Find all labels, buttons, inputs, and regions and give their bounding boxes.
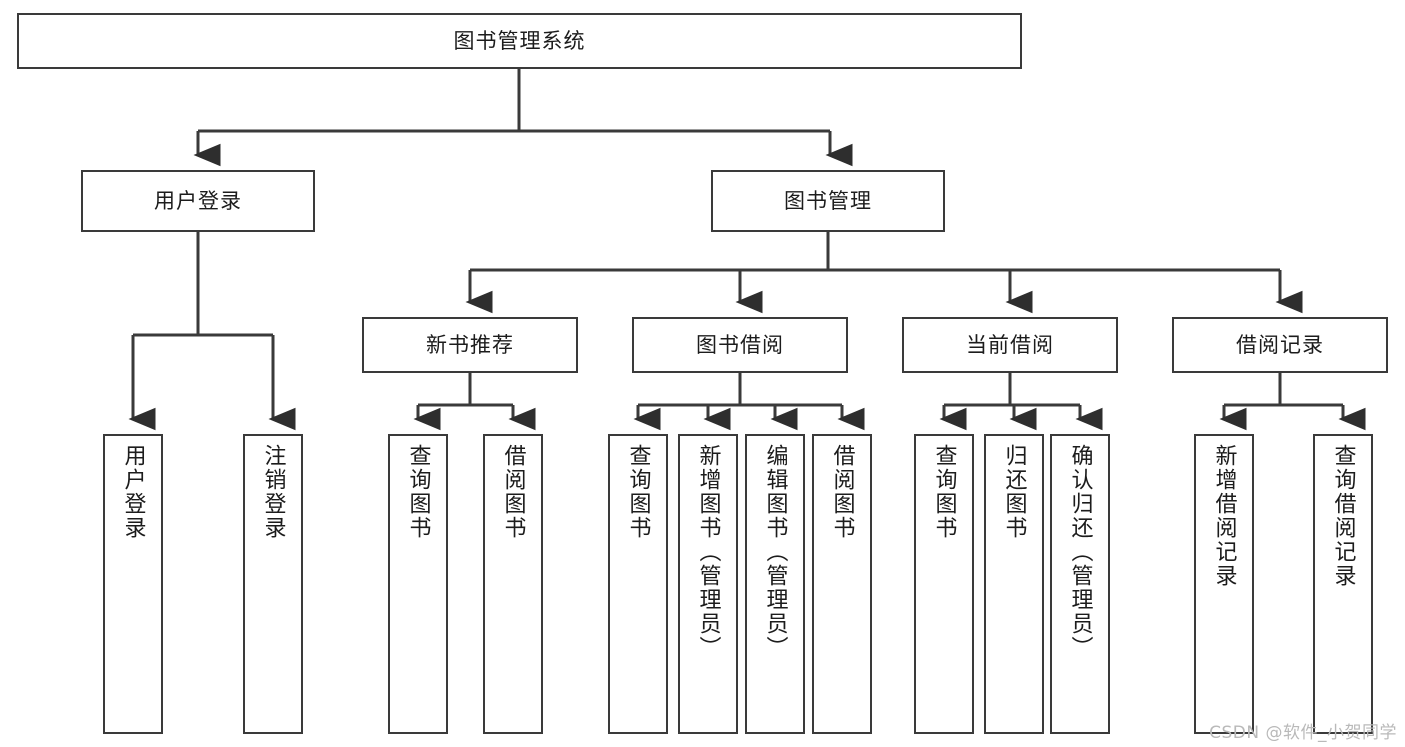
node-user-login-label: 用户登录 <box>154 188 242 213</box>
leaf-confirm-return-admin[interactable]: 确认归还（管理员） <box>1050 434 1110 734</box>
leaf-label: 查询图书 <box>931 444 957 540</box>
leaf-label: 借阅图书 <box>500 444 526 540</box>
leaf-logout[interactable]: 注销登录 <box>243 434 303 734</box>
leaf-label: 查询图书 <box>625 444 651 540</box>
node-new-book-recommend[interactable]: 新书推荐 <box>362 317 578 373</box>
leaf-label: 注销登录 <box>260 444 286 540</box>
leaf-query-borrow-record[interactable]: 查询借阅记录 <box>1313 434 1373 734</box>
node-root[interactable]: 图书管理系统 <box>17 13 1022 69</box>
node-book-management[interactable]: 图书管理 <box>711 170 945 232</box>
leaf-borrow-book[interactable]: 借阅图书 <box>812 434 872 734</box>
leaf-add-borrow-record[interactable]: 新增借阅记录 <box>1194 434 1254 734</box>
node-user-login[interactable]: 用户登录 <box>81 170 315 232</box>
node-book-borrow[interactable]: 图书借阅 <box>632 317 848 373</box>
leaf-return-book[interactable]: 归还图书 <box>984 434 1044 734</box>
leaf-query-book-recommend[interactable]: 查询图书 <box>388 434 448 734</box>
leaf-borrow-book-recommend[interactable]: 借阅图书 <box>483 434 543 734</box>
leaf-label: 新增图书（管理员） <box>695 444 721 660</box>
node-root-label: 图书管理系统 <box>453 28 586 53</box>
node-book-borrow-label: 图书借阅 <box>696 332 784 357</box>
leaf-query-book-current[interactable]: 查询图书 <box>914 434 974 734</box>
leaf-add-book-admin[interactable]: 新增图书（管理员） <box>678 434 738 734</box>
leaf-label: 查询借阅记录 <box>1330 444 1356 588</box>
leaf-label: 查询图书 <box>405 444 431 540</box>
node-book-management-label: 图书管理 <box>784 188 872 213</box>
node-new-book-recommend-label: 新书推荐 <box>426 332 514 357</box>
leaf-label: 借阅图书 <box>829 444 855 540</box>
node-current-borrow[interactable]: 当前借阅 <box>902 317 1118 373</box>
leaf-label: 用户登录 <box>120 444 146 540</box>
leaf-label: 归还图书 <box>1001 444 1027 540</box>
watermark: CSDN @软件_小贺同学 <box>1209 723 1397 743</box>
leaf-label: 编辑图书（管理员） <box>762 444 788 660</box>
node-borrow-record-label: 借阅记录 <box>1236 332 1324 357</box>
leaf-query-book-borrow[interactable]: 查询图书 <box>608 434 668 734</box>
leaf-label: 确认归还（管理员） <box>1067 444 1093 660</box>
leaf-edit-book-admin[interactable]: 编辑图书（管理员） <box>745 434 805 734</box>
leaf-label: 新增借阅记录 <box>1211 444 1237 588</box>
leaf-user-login[interactable]: 用户登录 <box>103 434 163 734</box>
node-current-borrow-label: 当前借阅 <box>966 332 1054 357</box>
node-borrow-record[interactable]: 借阅记录 <box>1172 317 1388 373</box>
